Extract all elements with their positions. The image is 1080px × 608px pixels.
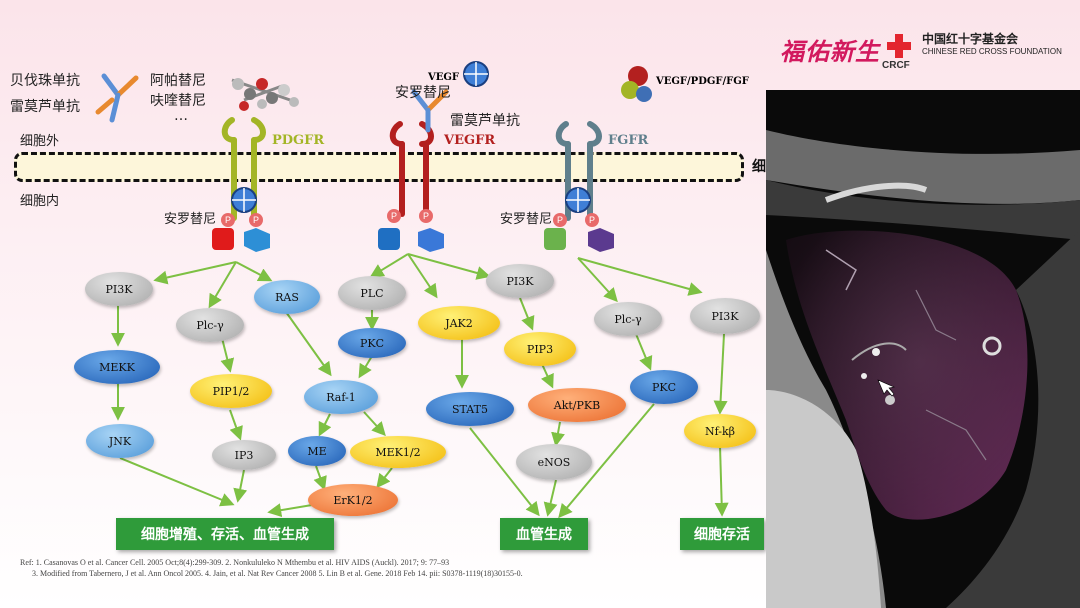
bevacizumab-label: 贝伐珠单抗 [10, 73, 80, 89]
apatinib-label: 阿帕替尼 [150, 73, 206, 89]
bevacizumab-antibody-icon [95, 73, 139, 123]
p-label: P [391, 211, 397, 221]
ramucirumab-label-center: 雷莫芦单抗 [450, 113, 520, 129]
fruquintinib-label: 呋喹替尼 [150, 93, 206, 109]
reference-line-1: Ref: 1. Casanovas O et al. Cancer Cell. … [20, 558, 450, 567]
fgfr-label: FGFR [608, 133, 649, 148]
pdgfr-label: PDGFR [272, 133, 325, 148]
ligands-label: VEGF/PDGF/FGF [656, 76, 749, 87]
red-cross-name-en: CHINESE RED CROSS FOUNDATION [922, 47, 1062, 56]
pathway-diagram: P P P P P P [95, 61, 729, 519]
logo-area: 福佑新生 CRCF 中国红十字基金会 CHINESE RED CROSS FOU… [752, 24, 1062, 72]
phosphate-icons: P P P P P P [221, 209, 599, 227]
outcome-angiogenesis: 血管生成 [500, 518, 588, 550]
node-plcg-1: Plc-γ [176, 308, 244, 342]
ramucirumab-antibody-icon [411, 89, 449, 133]
red-cross-icon [887, 34, 911, 58]
node-pip12: PIP1/2 [190, 374, 272, 408]
node-mek12: MEK1/2 [350, 436, 446, 468]
anlotinib-label-top: 安罗替尼 [395, 85, 451, 101]
anlotinib-label-left: 安罗替尼 [164, 212, 217, 227]
node-plcg-2: Plc-γ [594, 302, 662, 336]
outcome-proliferation: 细胞增殖、存活、血管生成 [116, 518, 334, 550]
node-ip3: IP3 [212, 440, 276, 470]
ellipsis-label: … [174, 108, 188, 124]
p-label: P [225, 215, 231, 225]
node-raf1: Raf-1 [304, 380, 378, 414]
membrane-cut-text: 细 [752, 159, 766, 175]
vegfr-label: VEGFR [444, 133, 496, 148]
p-label: P [589, 215, 595, 225]
references: Ref: 1. Casanovas O et al. Cancer Cell. … [20, 557, 620, 579]
vegf-small-label: VEGF [428, 72, 460, 83]
pathway-arrows [111, 253, 729, 519]
red-cross-name-cn: 中国红十字基金会 [922, 32, 1019, 46]
node-erk12: ErK1/2 [308, 484, 398, 516]
reference-line-2: 3. Modified from Tabernero, J et al. Ann… [32, 569, 523, 578]
crcf-label: CRCF [882, 60, 910, 71]
ramucirumab-label-left: 雷莫芦单抗 [10, 99, 80, 115]
p-label: P [557, 215, 563, 225]
anlotinib-label-right: 安罗替尼 [500, 212, 553, 227]
tki-molecule-icon [231, 78, 299, 111]
p-label: P [253, 215, 259, 225]
intracellular-label: 细胞内 [20, 194, 60, 209]
cell-membrane [14, 152, 744, 182]
kinase-domains [212, 228, 614, 252]
ct-scan-image [766, 90, 1080, 608]
brand-logo: 福佑新生 [780, 37, 880, 66]
vegfr-receptor-icon [389, 121, 434, 217]
extracellular-label: 细胞外 [20, 134, 60, 149]
p-label: P [423, 211, 429, 221]
ligand-icon [621, 66, 652, 102]
outcome-survival: 细胞存活 [680, 518, 764, 550]
node-nfkb: Nf-kβ [684, 414, 756, 448]
anlotinib-globe-icon [231, 61, 591, 213]
